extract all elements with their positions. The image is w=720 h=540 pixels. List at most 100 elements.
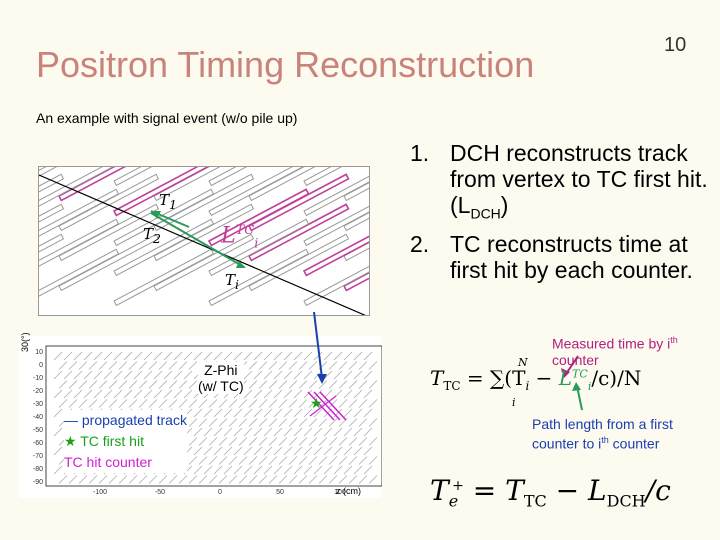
counter-cell [253,408,263,418]
y-tick-label: -50 [33,427,43,434]
counter-cell [263,427,273,437]
counter-cell [93,389,103,399]
counter-cell [83,370,93,380]
counter-cell [313,389,323,399]
counter-cell [53,408,63,418]
counter-cell [113,389,123,399]
counter-cell [198,456,208,465]
counter-cell [263,370,273,380]
counter-cell [338,437,348,446]
counter-cell [193,351,203,361]
hit-counter-mark [319,391,347,421]
formula-l-term: LTCi [558,366,592,393]
counter-cell [93,351,103,361]
counter-cell [323,427,333,437]
counter-cell [228,437,238,446]
counter-cell [368,437,378,446]
counter-cell [293,370,303,380]
counter-cell [213,465,223,475]
counter-cell [343,389,353,399]
counter-cell [353,465,363,475]
counter-bar [208,248,310,307]
counter-cell [128,380,138,389]
counter-cell [338,456,348,465]
counter-bar-rect [247,203,350,262]
counter-cell [263,408,273,418]
counter-cell [188,437,198,446]
counter-cell [363,389,373,399]
counter-cell [328,456,338,465]
counter-cell [303,427,313,437]
counter-cell [338,380,348,389]
counter-cell [308,437,318,446]
counter-cell [268,475,278,484]
counter-cell [193,427,203,437]
counter-bar [58,173,160,232]
counter-cell [258,437,268,446]
x-tick-label: -50 [155,489,165,496]
counter-cell [323,465,333,475]
counter-cell [353,351,363,361]
counter-cell [293,408,303,418]
counter-cell [58,361,68,370]
hit-counter-mark [313,391,341,421]
counter-cell [163,389,173,399]
counter-cell [208,437,218,446]
counter-cell [198,418,208,427]
counter-cell [223,446,233,456]
counter-cell [358,380,368,389]
counter-bar-rect [248,233,350,292]
counter-cell [308,361,318,370]
counter-cell [323,370,333,380]
counter-cell [318,456,328,465]
counter-cell [73,351,83,361]
counter-cell [298,380,308,389]
counter-cell [178,361,188,370]
counter-cell [103,351,113,361]
counter-cell [343,370,353,380]
counter-cell [128,475,138,484]
counter-cell [93,370,103,380]
counter-bar-rect [58,233,160,292]
counter-cell [343,465,353,475]
counter-cell [348,418,358,427]
counter-cell [248,418,258,427]
hit-counter-mark [307,391,335,421]
counter-cell [138,475,148,484]
counter-cell [353,446,363,456]
counter-cell [228,475,238,484]
counter-cell [298,437,308,446]
counter-cell [258,475,268,484]
counter-cell [128,361,138,370]
counter-cell [143,370,153,380]
counter-cell [278,418,288,427]
legend-first-hit: ★ TC first hit [64,433,144,449]
slide-subtitle: An example with signal event (w/o pile u… [36,110,298,126]
counter-bar [113,218,215,277]
counter-cell [368,380,378,389]
counter-cell [338,475,348,484]
counter-cell [243,427,253,437]
counter-cell [313,465,323,475]
counter-cell [103,370,113,380]
counter-cell [218,475,228,484]
counter-cell [283,446,293,456]
counter-cell [298,456,308,465]
step-text: DCH reconstructs track from vertex to TC… [450,140,710,227]
counter-cell [358,361,368,370]
x-tick-label: 0 [218,489,222,496]
counter-cell [358,456,368,465]
counter-bar-rect [153,233,255,292]
counter-cell [253,427,263,437]
step-subscript: DCH [470,205,501,222]
counter-cell [123,389,133,399]
counter-bar [248,233,350,292]
counter-cell [313,351,323,361]
counter-cell [138,380,148,389]
counter-cell [333,446,343,456]
counter-cell [198,399,208,408]
counter-bar [58,203,160,262]
counter-cell [83,351,93,361]
counter-cell [148,380,158,389]
